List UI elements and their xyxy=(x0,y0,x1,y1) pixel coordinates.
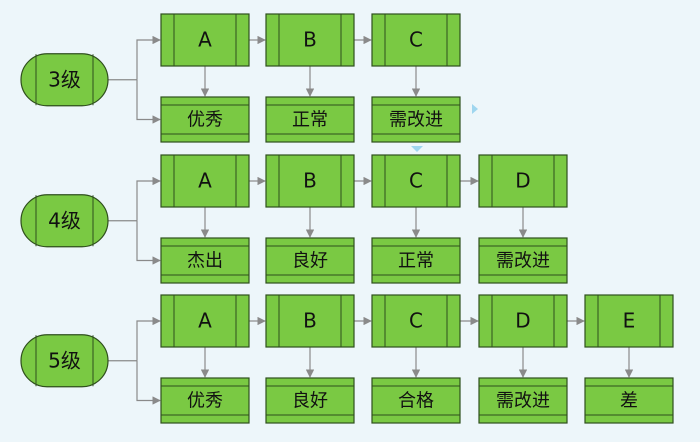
rating-label: 正常 xyxy=(398,251,434,272)
grade-letter: A xyxy=(198,169,212,193)
branch-arrow-grade xyxy=(136,176,161,221)
box-layer: 3级 A 优秀 B 正常 C 需改进 4级 A 杰出 B 良好 C 正常 D 需改进 5级 A 优秀 B 良好 C 合格 D 需… xyxy=(20,13,674,424)
grade-box xyxy=(478,294,568,348)
grade-box xyxy=(371,13,461,67)
grade-box xyxy=(371,154,461,208)
grade-letter: C xyxy=(409,309,423,333)
grade-letter: E xyxy=(623,309,636,333)
rating-label: 需改进 xyxy=(389,110,443,131)
grade-letter: A xyxy=(198,309,212,333)
level-label: 3级 xyxy=(48,67,81,91)
branch-arrow-label xyxy=(136,220,161,265)
branch-arrow-grade xyxy=(136,316,161,361)
grade-letter: A xyxy=(198,28,212,52)
grade-box xyxy=(160,13,250,67)
level-oval xyxy=(20,53,109,107)
grade-letter: C xyxy=(409,169,423,193)
grade-box xyxy=(265,294,355,348)
grade-letter: C xyxy=(409,28,423,52)
rating-label: 需改进 xyxy=(496,251,550,272)
level-label: 5级 xyxy=(48,348,81,372)
grade-box xyxy=(265,13,355,67)
rating-label: 良好 xyxy=(292,251,328,272)
grade-letter: D xyxy=(515,169,530,193)
grade-letter: B xyxy=(303,169,317,193)
connector-layer xyxy=(108,35,634,405)
level-oval xyxy=(20,334,109,388)
rating-label: 杰出 xyxy=(187,251,223,272)
rating-label: 正常 xyxy=(292,110,328,131)
grade-letter: B xyxy=(303,28,317,52)
level-label: 4级 xyxy=(48,208,81,232)
level-oval xyxy=(20,194,109,248)
triangle-marker-icon xyxy=(411,146,423,152)
grade-box xyxy=(584,294,674,348)
grade-box xyxy=(478,154,568,208)
branch-arrow-grade xyxy=(136,35,161,80)
rating-label: 优秀 xyxy=(187,110,223,131)
rating-label: 合格 xyxy=(398,391,434,412)
grade-box xyxy=(265,154,355,208)
grade-box xyxy=(160,154,250,208)
decoration-layer xyxy=(411,104,478,152)
rating-label: 差 xyxy=(620,391,638,412)
branch-arrow-label xyxy=(136,360,161,405)
triangle-marker-icon xyxy=(472,104,478,114)
grade-letter: D xyxy=(515,309,530,333)
grade-box xyxy=(160,294,250,348)
grade-box xyxy=(371,294,461,348)
rating-label: 需改进 xyxy=(496,391,550,412)
branch-arrow-label xyxy=(136,79,161,124)
grade-letter: B xyxy=(303,309,317,333)
rating-label: 优秀 xyxy=(187,391,223,412)
rating-label: 良好 xyxy=(292,391,328,412)
